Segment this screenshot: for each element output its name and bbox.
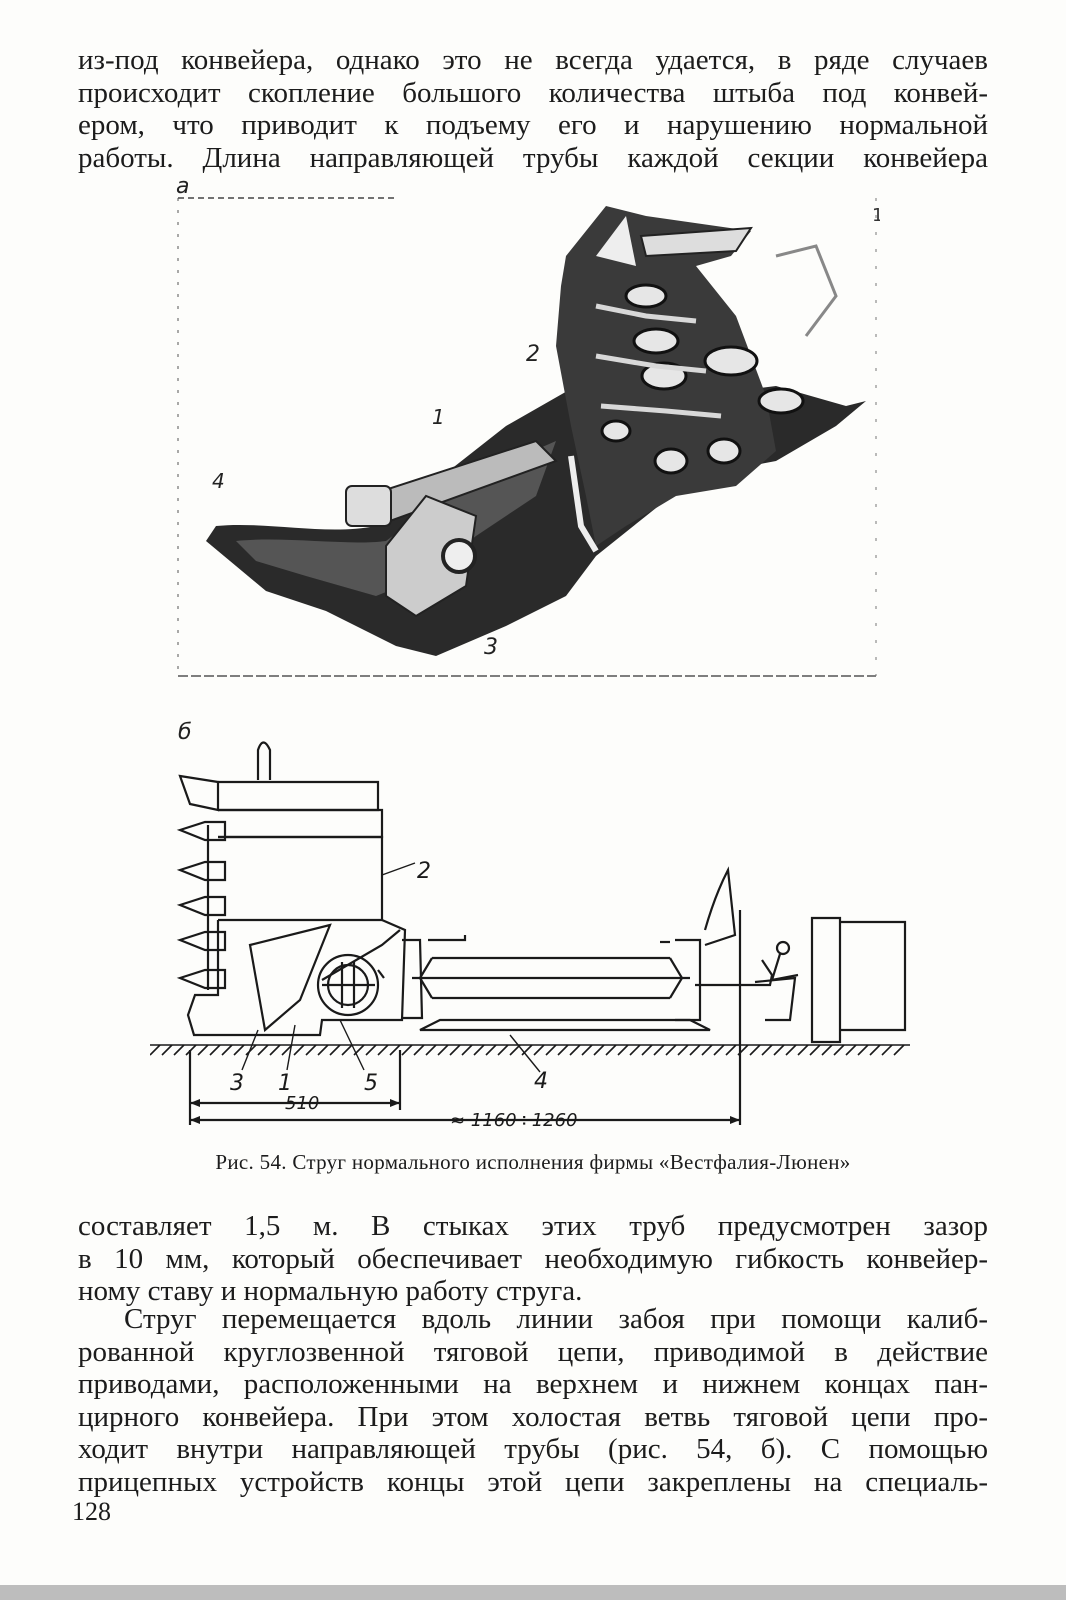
text-line: рованной круглозвенной тяговой цепи, при… — [78, 1335, 988, 1368]
scan-edge — [0, 1585, 1066, 1600]
figure-label-b: б — [178, 720, 192, 745]
text-line: составляет 1,5 м. В стыках этих труб пре… — [78, 1210, 988, 1242]
paragraph-middle: составляет 1,5 м. В стыках этих труб пре… — [78, 1210, 988, 1308]
text-line: цирного конвейера. При этом холостая вет… — [78, 1400, 988, 1433]
photo-callout-2: 2 — [526, 342, 540, 367]
text-line: работы. Длина направляющей трубы каждой … — [78, 141, 988, 174]
paragraph-bottom: Струг перемещается вдоль линии забоя при… — [78, 1303, 988, 1498]
dimension-510: 510 — [285, 1093, 319, 1114]
photo-callout-edge-1: 1 — [872, 205, 880, 226]
figure-caption: Рис. 54. Струг нормального исполнения фи… — [215, 1150, 851, 1174]
text-line: происходит скопление большого количества… — [78, 76, 988, 109]
dimension-1160-1260: ≈ 1160÷1260 — [450, 1110, 578, 1130]
drawing-callout-2: 2 — [417, 859, 431, 884]
text-line: приводами, расположенными на верхнем и н… — [78, 1368, 988, 1400]
photo-callout-4: 4 — [212, 469, 225, 493]
drawing-callout-3: 3 — [230, 1071, 244, 1096]
figure-photo-a: 1 2 3 4 1 — [176, 196, 880, 678]
text-line: из-под конвейера, однако это не всегда у… — [78, 44, 988, 76]
drawing-callout-4: 4 — [534, 1069, 548, 1094]
text-line: Струг перемещается вдоль линии забоя при… — [124, 1303, 988, 1335]
paragraph-top: из-под конвейера, однако это не всегда у… — [78, 44, 988, 174]
text-line: ному ставу и нормальную работу струга. — [78, 1275, 583, 1307]
text-line: прицепных устройств концы этой цепи закр… — [78, 1465, 988, 1498]
figure-label-a: а — [176, 174, 190, 199]
drawing-callout-5: 5 — [364, 1071, 378, 1096]
figure-drawing-b: 2 3 1 5 4 510 ≈ 1160÷1260 — [150, 730, 910, 1130]
page-number: 128 — [72, 1497, 111, 1526]
photo-callout-1: 1 — [432, 405, 445, 429]
text-line: ером, что приводит к подъему его и наруш… — [78, 109, 988, 141]
text-line: ходит внутри направляющей трубы (рис. 54… — [78, 1433, 988, 1465]
photo-callout-3: 3 — [484, 635, 498, 660]
text-line: в 10 мм, который обеспечивает необходиму… — [78, 1242, 988, 1275]
drawing-callout-1: 1 — [278, 1071, 292, 1096]
